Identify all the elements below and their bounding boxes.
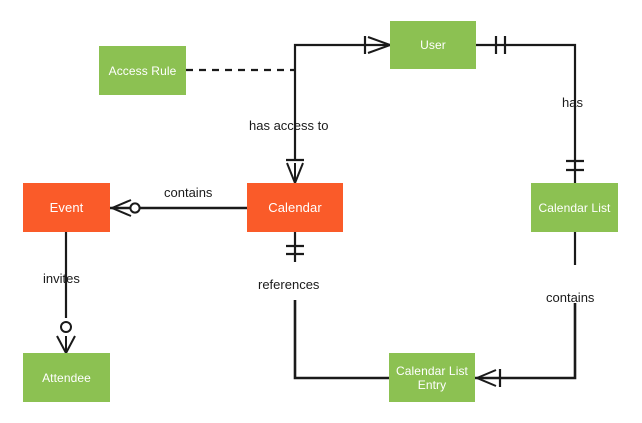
entity-calendar-list[interactable]: Calendar List <box>531 183 618 232</box>
marker-zero-circle-event-contains <box>129 202 141 214</box>
connector-calendarlist-listentry-2 <box>475 303 577 380</box>
entity-calendar[interactable]: Calendar <box>247 183 343 232</box>
entity-access-rule[interactable]: Access Rule <box>99 46 186 95</box>
entity-label-user: User <box>420 38 446 52</box>
marker-crowsfoot-calendar-access <box>286 162 304 184</box>
entity-user[interactable]: User <box>390 21 476 69</box>
entity-label-calendar: Calendar <box>268 199 322 215</box>
entity-label-calendar-list: Calendar List <box>538 200 611 215</box>
entity-calendar-list-entry[interactable]: Calendar List Entry <box>389 353 475 402</box>
connector-calendar-listentry <box>293 300 389 380</box>
entity-label-calendar-list-entry: Calendar List Entry <box>395 363 468 392</box>
marker-crowsfoot-listentry-contains <box>476 369 497 387</box>
connector-user-calendarlist <box>476 43 577 160</box>
relationship-label-has-access-to: has access to <box>249 118 329 133</box>
relationship-label-has: has <box>562 95 583 110</box>
connector-user-calendar <box>293 43 390 160</box>
entity-attendee[interactable]: Attendee <box>23 353 110 402</box>
marker-crowsfoot-attendee <box>56 335 76 354</box>
entity-label-event: Event <box>49 199 84 215</box>
entity-label-attendee: Attendee <box>42 370 91 385</box>
marker-crowsfoot-event-contains <box>111 199 132 217</box>
marker-crowsfoot-user-access <box>367 36 391 54</box>
entity-label-access-rule: Access Rule <box>108 63 177 78</box>
relationship-label-references: references <box>258 277 320 292</box>
marker-zero-circle-attendee <box>60 321 72 333</box>
relationship-label-contains-list-entry: contains <box>546 290 595 305</box>
relationship-label-invites: invites <box>43 271 80 286</box>
relationship-label-contains-calendar: contains <box>164 185 213 200</box>
entity-event[interactable]: Event <box>23 183 110 232</box>
